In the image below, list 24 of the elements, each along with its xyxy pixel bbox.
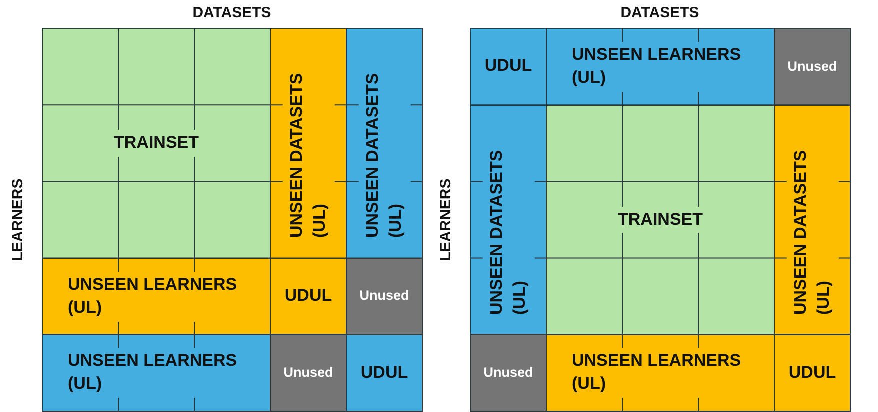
axis-title: LEARNERS [438, 178, 454, 261]
grid-block [270, 334, 347, 412]
grid-block [774, 28, 851, 106]
grid-block [546, 104, 775, 336]
grid-block [346, 258, 423, 336]
grid-block [470, 28, 547, 106]
grid-block [42, 334, 271, 412]
grid-block [546, 334, 775, 412]
axis-title: DATASETS [192, 4, 272, 22]
grid-block [546, 28, 775, 106]
block-label: TRAINSET [111, 130, 202, 157]
grid-block [42, 28, 271, 259]
grid-block [774, 104, 851, 336]
grid-block [470, 104, 547, 336]
grid-block [270, 28, 347, 259]
grid-block [346, 334, 423, 412]
grid-block [774, 334, 851, 412]
grid-block [346, 28, 423, 259]
grid-block [270, 258, 347, 336]
grid-block [470, 334, 547, 412]
axis-title: DATASETS [620, 4, 700, 22]
grid-block [42, 258, 271, 336]
axis-title: LEARNERS [10, 178, 26, 261]
block-label: TRAINSET [615, 206, 706, 234]
